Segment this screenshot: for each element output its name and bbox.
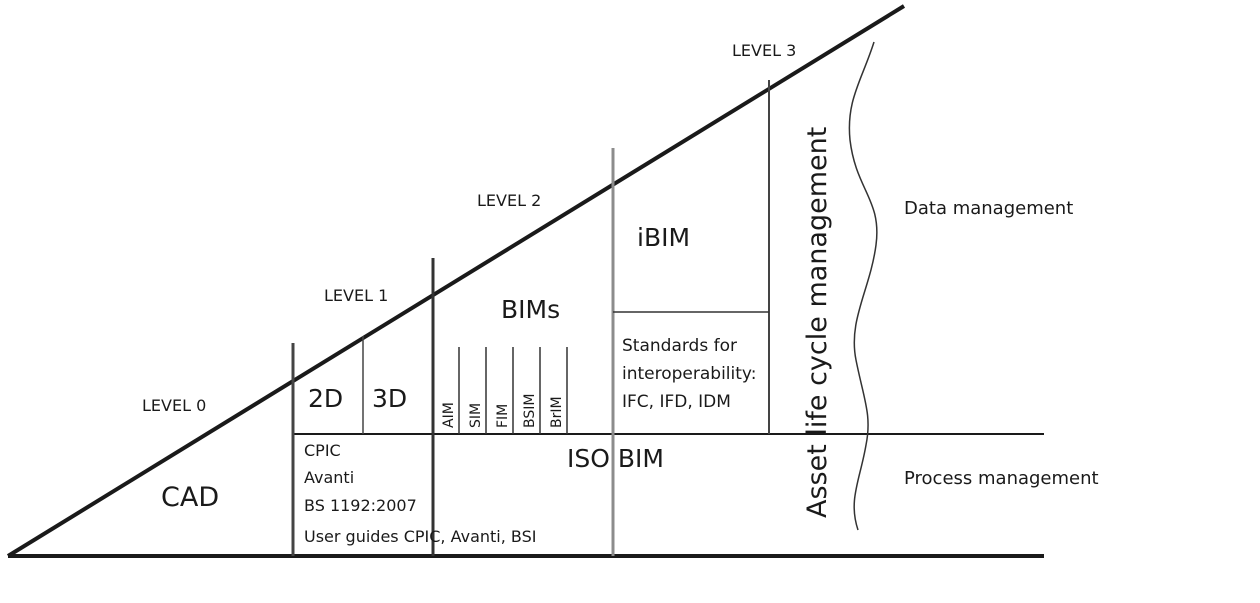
level1-process-line: User guides CPIC, Avanti, BSI [304, 527, 536, 546]
level1-process-line: Avanti [304, 468, 354, 487]
standards-line: IFC, IFD, IDM [622, 392, 731, 412]
data-management-label: Data management [904, 198, 1073, 219]
asset-life-cycle-label: Asset life cycle management [802, 127, 833, 518]
level3-label: LEVEL 3 [732, 41, 796, 60]
level1-process-line: CPIC [304, 441, 341, 460]
iso-bim-label: ISO BIM [567, 444, 664, 473]
bims-label: BIMs [501, 295, 560, 324]
ibim-label: iBIM [637, 223, 690, 252]
level0-label: LEVEL 0 [142, 396, 206, 415]
three-d-label: 3D [372, 384, 407, 413]
level1-process-line: BS 1192:2007 [304, 496, 417, 515]
bim-type-label: SIM [468, 403, 484, 428]
standards-line: interoperability: [622, 364, 756, 384]
bim-type-label: AIM [441, 402, 457, 428]
bim-type-label: BrIM [549, 396, 565, 428]
bim-type-label: BSIM [522, 394, 538, 428]
wavy-separator [848, 41, 878, 531]
cad-label: CAD [161, 482, 219, 513]
hypotenuse-line [6, 4, 906, 558]
level2-label: LEVEL 2 [477, 191, 541, 210]
level1-label: LEVEL 1 [324, 286, 388, 305]
bim-type-label: FIM [495, 404, 511, 428]
two-d-label: 2D [308, 384, 343, 413]
standards-line: Standards for [622, 336, 737, 356]
process-management-label: Process management [904, 468, 1099, 489]
